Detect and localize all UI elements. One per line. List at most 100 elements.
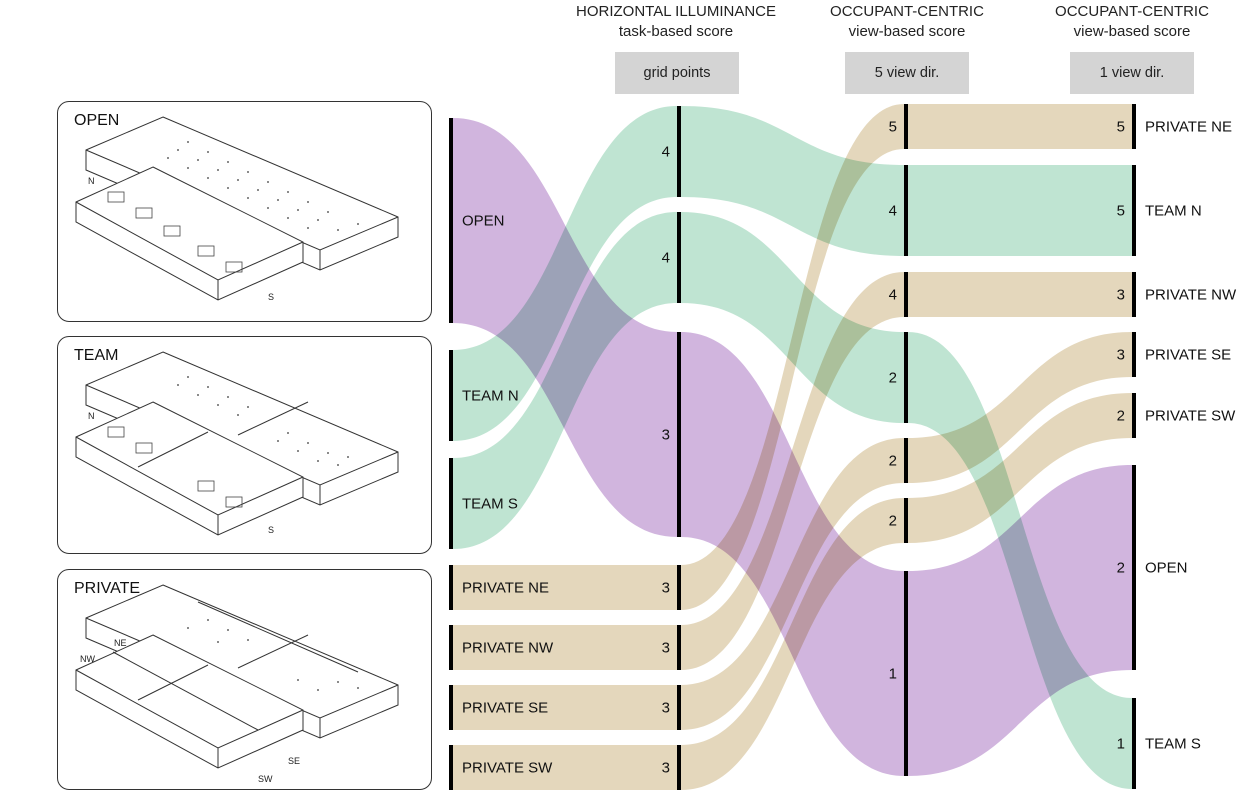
node-bar-private-ne-stage4 bbox=[1132, 104, 1136, 149]
orientation-label-se: SE bbox=[288, 756, 300, 766]
orientation-label-n: N bbox=[88, 176, 95, 186]
score-label: 3 bbox=[662, 700, 670, 717]
node-bar-private-se-stage2 bbox=[677, 685, 681, 730]
flow-private-nw-stage3 bbox=[908, 272, 1132, 317]
flow-private-ne-stage1 bbox=[453, 565, 677, 610]
score-label: 5 bbox=[1117, 203, 1125, 220]
space-label-right: OPEN bbox=[1145, 560, 1188, 577]
space-label: TEAM S bbox=[462, 496, 518, 513]
flow-team-s-stage1 bbox=[453, 212, 677, 549]
flow-team-n-stage1 bbox=[453, 106, 677, 441]
flow-private-ne-stage2 bbox=[681, 104, 904, 610]
score-label: 2 bbox=[889, 453, 897, 470]
header-view-1dir: OCCUPANT-CENTRIC view-based score bbox=[1012, 2, 1250, 42]
score-label: 1 bbox=[1117, 736, 1125, 753]
flow-private-sw-stage1 bbox=[453, 745, 677, 790]
score-label: 5 bbox=[889, 119, 897, 136]
flow-private-nw-stage2 bbox=[681, 272, 904, 670]
node-bar-open-stage1 bbox=[449, 118, 453, 323]
grid-points bbox=[167, 141, 359, 231]
node-bar-private-sw-stage1 bbox=[449, 745, 453, 790]
score-label: 4 bbox=[889, 203, 897, 220]
orientation-label-sw: SW bbox=[258, 774, 273, 784]
node-bar-private-nw-stage2 bbox=[677, 625, 681, 670]
header-title: OCCUPANT-CENTRIC bbox=[830, 3, 984, 20]
score-label: 3 bbox=[662, 760, 670, 777]
flow-private-se-stage1 bbox=[453, 685, 677, 730]
score-label: 2 bbox=[889, 513, 897, 530]
header-title: HORIZONTAL ILLUMINANCE bbox=[575, 3, 777, 20]
flow-open-stage2 bbox=[681, 332, 904, 776]
orientation-label-ne: NE bbox=[114, 638, 127, 648]
sankey-nodes bbox=[449, 104, 1136, 790]
flow-team-n-stage2 bbox=[681, 106, 904, 256]
open-floorplan-isometric: N S bbox=[75, 116, 399, 302]
node-bar-private-nw-stage3 bbox=[904, 272, 908, 317]
node-bar-private-nw-stage1 bbox=[449, 625, 453, 670]
method-1-view-dir: 1 view dir. bbox=[1070, 52, 1194, 94]
flow-private-nw-stage1 bbox=[453, 625, 677, 670]
node-bar-private-ne-stage2 bbox=[677, 565, 681, 610]
flow-open-stage3 bbox=[908, 465, 1132, 776]
layout-card-open: OPEN N S bbox=[57, 101, 432, 322]
flow-team-s-stage2 bbox=[681, 212, 904, 423]
flow-open-stage1 bbox=[453, 118, 677, 537]
sankey-flows bbox=[453, 104, 1132, 790]
private-floorplan-isometric: NW NE SW SE bbox=[75, 584, 399, 784]
node-bar-team-s-stage2 bbox=[677, 212, 681, 303]
flow-private-sw-stage2 bbox=[681, 498, 904, 790]
layout-title: PRIVATE bbox=[74, 580, 141, 597]
header-horizontal-illuminance: HORIZONTAL ILLUMINANCE task-based score bbox=[556, 2, 796, 42]
node-bar-private-ne-stage3 bbox=[904, 104, 908, 149]
orientation-label-nw: NW bbox=[80, 654, 95, 664]
space-label-right: TEAM S bbox=[1145, 736, 1201, 753]
score-label: 1 bbox=[889, 666, 897, 683]
node-bar-private-se-stage1 bbox=[449, 685, 453, 730]
layout-card-team: TEAM N S bbox=[57, 336, 432, 554]
sankey-labels: OPEN TEAM N TEAM S PRIVATE NE PRIVATE NW PRIV… bbox=[462, 119, 1237, 777]
flow-private-ne-stage3 bbox=[908, 104, 1132, 149]
node-bar-team-s-stage4 bbox=[1132, 698, 1136, 789]
desks bbox=[107, 191, 243, 273]
space-label: OPEN bbox=[462, 213, 505, 230]
space-label: TEAM N bbox=[462, 388, 519, 405]
score-label: 4 bbox=[662, 144, 670, 161]
method-grid-points: grid points bbox=[615, 52, 739, 94]
header-title: OCCUPANT-CENTRIC bbox=[1055, 3, 1209, 20]
orientation-label-s: S bbox=[268, 525, 274, 535]
space-label-right: PRIVATE NE bbox=[1145, 119, 1232, 136]
space-label-right: PRIVATE SW bbox=[1145, 408, 1236, 425]
node-bar-team-n-stage3 bbox=[904, 165, 908, 256]
node-bar-team-s-stage3 bbox=[904, 332, 908, 423]
node-bar-open-stage4 bbox=[1132, 465, 1136, 670]
score-label: 3 bbox=[1117, 287, 1125, 304]
space-label-right: TEAM N bbox=[1145, 203, 1202, 220]
orientation-label-s: S bbox=[268, 292, 274, 302]
header-view-5dir: OCCUPANT-CENTRIC view-based score bbox=[787, 2, 1027, 42]
flow-team-n-stage3 bbox=[908, 165, 1132, 256]
score-label: 3 bbox=[662, 640, 670, 657]
space-label-right: PRIVATE SE bbox=[1145, 347, 1231, 364]
node-bar-private-se-stage3 bbox=[904, 438, 908, 483]
header-subtitle: view-based score bbox=[848, 23, 966, 40]
score-label: 3 bbox=[662, 580, 670, 597]
score-label: 2 bbox=[1117, 408, 1125, 425]
layout-title: OPEN bbox=[74, 112, 120, 129]
node-bar-open-stage3 bbox=[904, 571, 908, 776]
space-label: PRIVATE NE bbox=[462, 580, 549, 597]
flow-private-se-stage2 bbox=[681, 438, 904, 730]
header-subtitle: task-based score bbox=[618, 23, 734, 40]
node-bar-private-se-stage4 bbox=[1132, 332, 1136, 377]
layout-card-private: PRIVATE NW NE SW SE bbox=[57, 569, 432, 790]
score-label: 3 bbox=[662, 427, 670, 444]
score-label: 2 bbox=[889, 370, 897, 387]
orientation-label-n: N bbox=[88, 411, 95, 421]
method-5-view-dir: 5 view dir. bbox=[845, 52, 969, 94]
space-label: PRIVATE SE bbox=[462, 700, 548, 717]
node-bar-private-sw-stage3 bbox=[904, 498, 908, 543]
node-bar-team-n-stage2 bbox=[677, 106, 681, 197]
header-subtitle: view-based score bbox=[1073, 23, 1191, 40]
node-bar-private-sw-stage2 bbox=[677, 745, 681, 790]
space-label: PRIVATE NW bbox=[462, 640, 554, 657]
